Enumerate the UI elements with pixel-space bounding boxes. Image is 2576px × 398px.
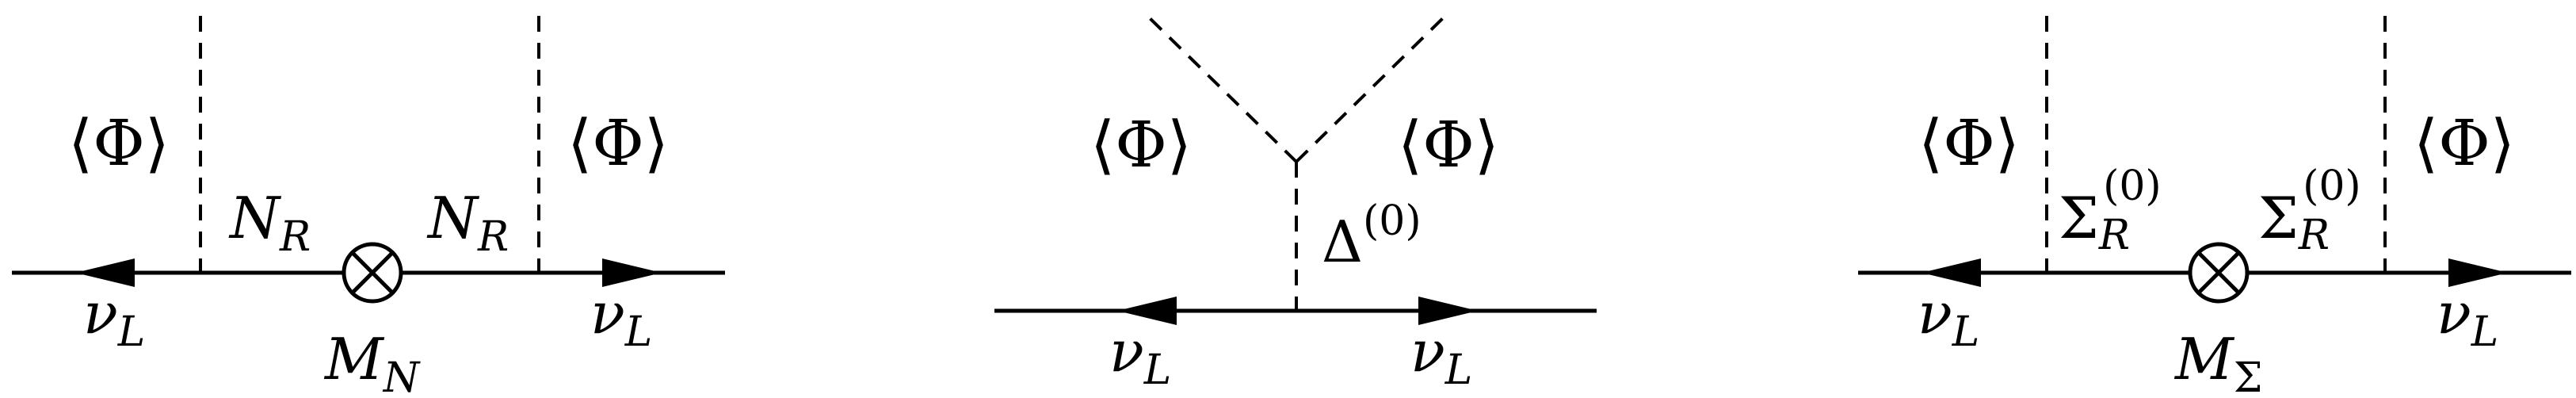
- arrow-left: [1117, 297, 1177, 325]
- ext-label-left: νL: [1918, 280, 1979, 356]
- mass-label: MN: [323, 326, 421, 398]
- internal-label-right: NR: [426, 185, 509, 261]
- vev-label-left: ⟨Φ⟩: [68, 106, 170, 180]
- ext-label-right: νL: [1410, 318, 1472, 394]
- arrow-right: [1418, 297, 1478, 325]
- arrow-right: [602, 258, 662, 287]
- vev-label-right: ⟨Φ⟩: [2414, 106, 2515, 180]
- mass-insertion: [342, 242, 403, 304]
- ext-label-left: νL: [83, 280, 145, 356]
- arrow-left: [1922, 258, 1981, 287]
- vev-label-right: ⟨Φ⟩: [567, 106, 669, 180]
- higgs-line-right: [1295, 13, 1448, 163]
- ext-label-left: νL: [1109, 318, 1171, 394]
- mass-label: MΣ: [2173, 326, 2263, 398]
- internal-label-left: NR: [228, 185, 311, 261]
- mass-insertion: [2188, 242, 2250, 304]
- internal-label-left: ΣR(0): [2059, 163, 2162, 259]
- vev-label-left: ⟨Φ⟩: [1090, 108, 1192, 182]
- ext-label-right: νL: [2437, 280, 2498, 356]
- vev-label-right: ⟨Φ⟩: [1398, 108, 1499, 182]
- higgs-line-left: [1144, 13, 1298, 163]
- arrow-left: [75, 258, 135, 287]
- ext-label-right: νL: [590, 280, 652, 356]
- scalar-label: Δ(0): [1322, 197, 1422, 275]
- diagram-type-I: ⟨Φ⟩ ⟨Φ⟩ NR NR MN νL νL: [12, 16, 725, 398]
- arrow-right: [2448, 258, 2508, 287]
- vev-label-left: ⟨Φ⟩: [1918, 106, 2020, 180]
- internal-label-right: ΣR(0): [2258, 163, 2361, 259]
- diagram-type-II: ⟨Φ⟩ ⟨Φ⟩ Δ(0) νL νL: [994, 13, 1597, 394]
- diagram-type-III: ⟨Φ⟩ ⟨Φ⟩ ΣR(0) ΣR(0) MΣ νL νL: [1858, 16, 2571, 398]
